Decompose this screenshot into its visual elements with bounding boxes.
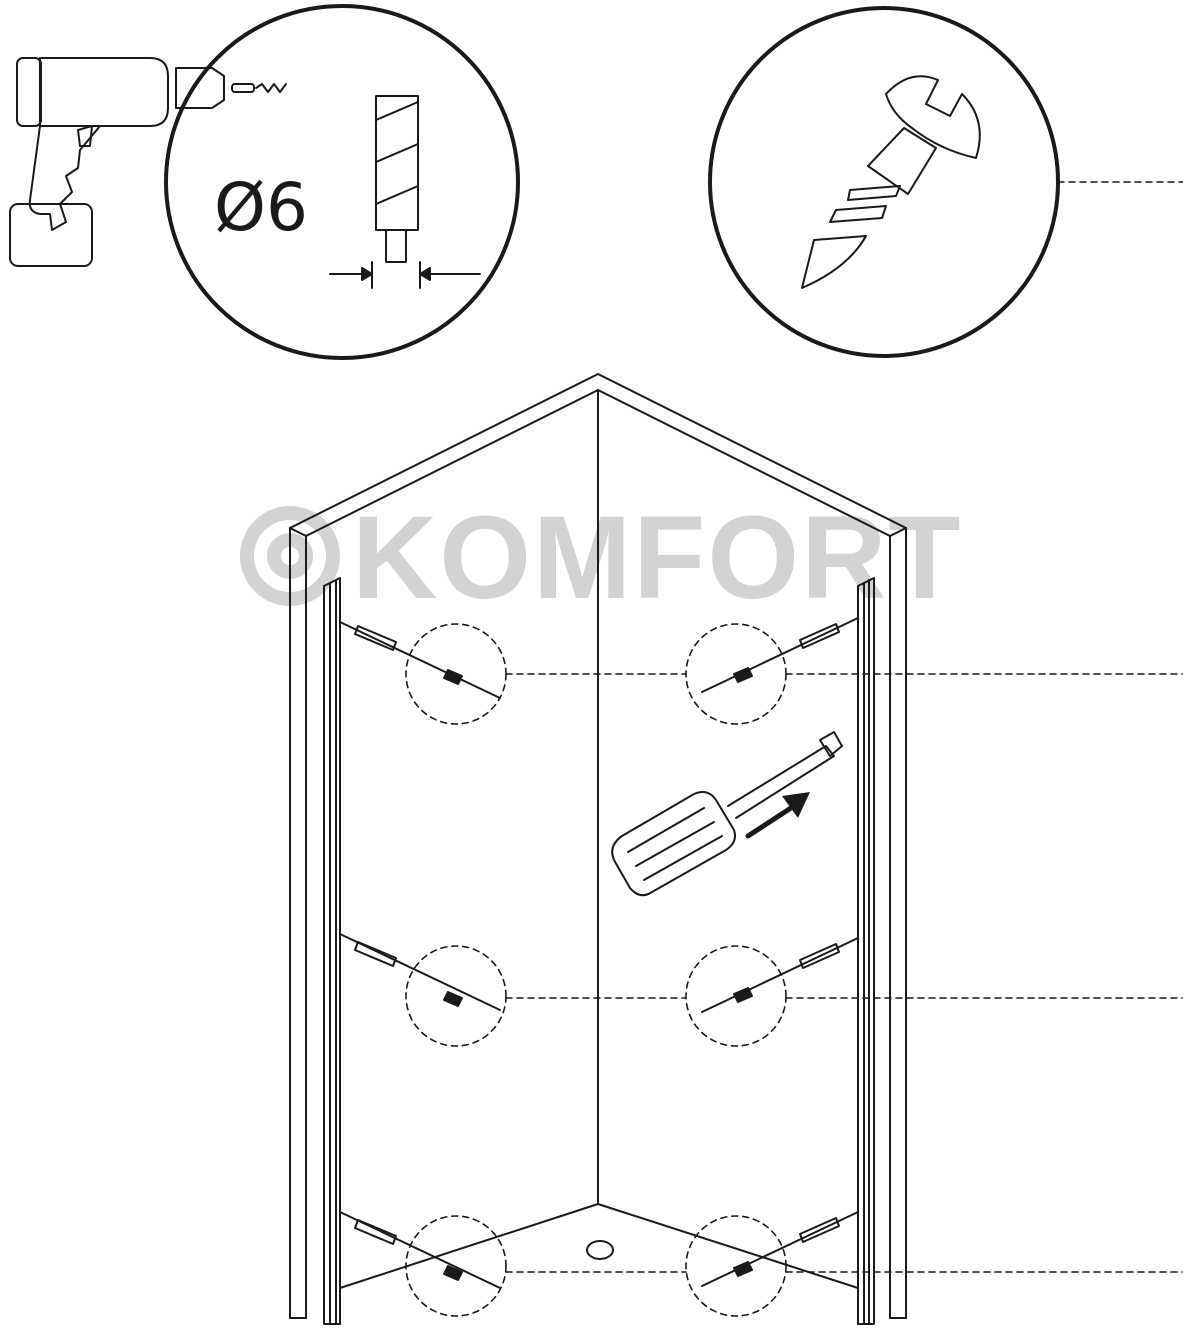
right-fixings xyxy=(685,617,859,1317)
detail-marker xyxy=(685,623,787,725)
detail-marker xyxy=(405,945,507,1047)
left-fixings xyxy=(339,621,507,1317)
arrow-icon xyxy=(745,792,810,839)
screwdriver-icon xyxy=(611,731,843,897)
screw-icon xyxy=(733,1261,753,1277)
leader-lines xyxy=(505,181,1183,1273)
detail-marker xyxy=(405,1215,507,1317)
wall-plug-icon xyxy=(354,941,397,967)
wall-plug-icon xyxy=(354,625,397,651)
screw-icon xyxy=(443,1265,463,1281)
corner-enclosure xyxy=(289,373,907,1325)
screw-detail-circle xyxy=(708,6,1060,358)
dimension-marker xyxy=(329,261,481,289)
screw-icon xyxy=(733,987,753,1003)
fixing-right-top xyxy=(685,617,859,725)
fixing-right-middle xyxy=(685,937,859,1047)
detail-marker xyxy=(685,1215,787,1317)
screw-icon xyxy=(801,75,981,289)
fixing-left-bottom xyxy=(339,1211,507,1317)
fixing-right-bottom xyxy=(685,1211,859,1317)
fixing-left-middle xyxy=(339,933,507,1047)
watermark: KOMFORT xyxy=(240,492,962,624)
drill-size-label: Ø6 xyxy=(214,169,308,246)
screw-icon xyxy=(443,669,463,685)
detail-marker xyxy=(405,623,507,725)
drill-icon xyxy=(9,57,287,267)
screw-icon xyxy=(443,991,463,1007)
watermark-text: KOMFORT xyxy=(352,492,962,624)
wall-plug-icon xyxy=(799,1217,840,1243)
wall-plug-icon xyxy=(799,943,840,969)
detail-marker xyxy=(685,945,787,1047)
fixing-left-top xyxy=(339,621,507,725)
wall-plug-icon xyxy=(354,1219,397,1245)
screw-icon xyxy=(733,667,753,683)
drill-bit-icon xyxy=(375,95,419,263)
wall-plug-icon xyxy=(799,623,840,649)
drill-detail-circle: Ø6 xyxy=(164,4,520,360)
drain-icon xyxy=(586,1240,614,1260)
